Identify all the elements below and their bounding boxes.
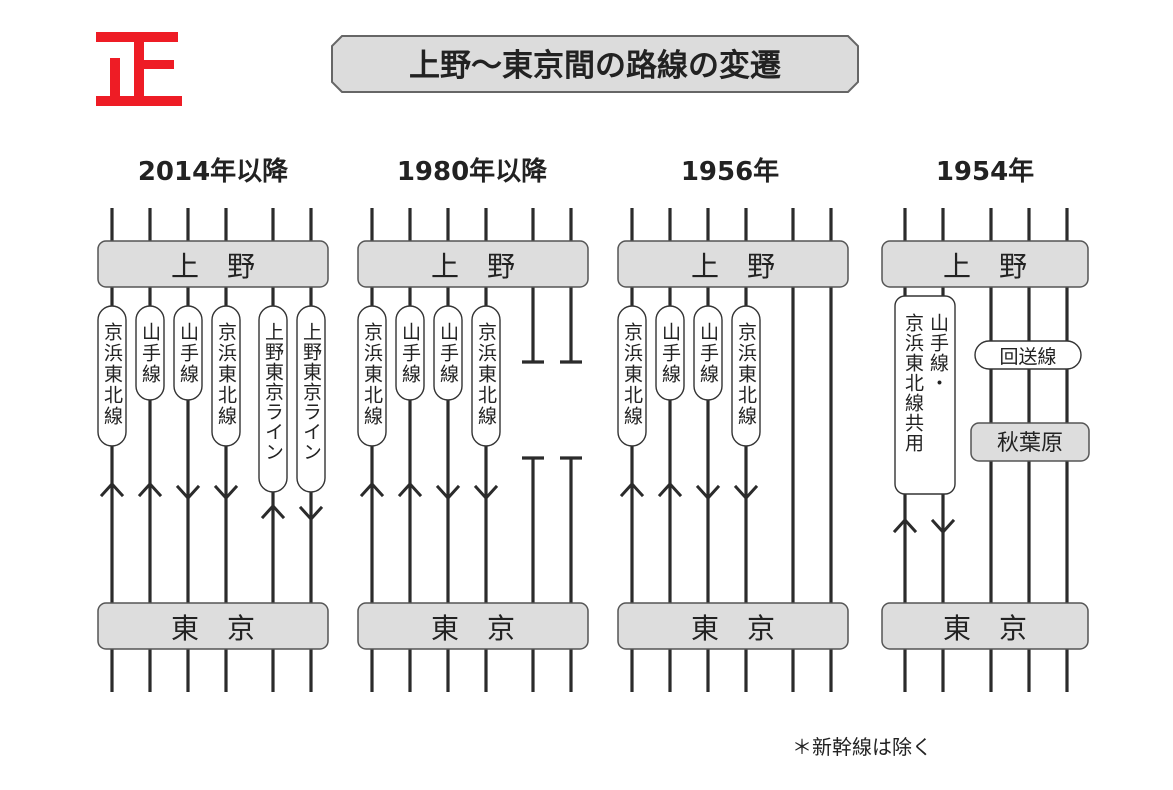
line-label-yamanote [655, 305, 685, 401]
line-label-keihin-tohoku [211, 305, 241, 447]
line-label-text: 山手線 [139, 322, 161, 385]
line-label-text: 山手線 [437, 322, 459, 385]
shared-line-label [894, 295, 956, 495]
station-tokyo-box [97, 602, 329, 650]
line-label-text: 京浜東北線 [735, 322, 757, 427]
arrow-up-icon [99, 481, 125, 498]
line-label-text: 山手線 [399, 322, 421, 385]
line-label-keihin-tohoku [617, 305, 647, 447]
arrow-down-icon [175, 484, 201, 501]
station-tokyo-label: 東 京 [691, 612, 775, 645]
line-label-keihin-tohoku [471, 305, 501, 447]
arrow-up-icon [657, 481, 683, 498]
footnote: ＊新幹線は除く [792, 735, 932, 759]
station-ueno-box [357, 240, 589, 288]
line-label-text: 上野東京ライン [300, 322, 322, 462]
period-year-1956: 1956年 [681, 156, 779, 187]
line-label-keihin-tohoku [731, 305, 761, 447]
period-year-1954: 1954年 [936, 156, 1034, 187]
arrow-down-icon [695, 484, 721, 501]
period-1980: 上 野 東 京 京浜東北線 山手線 山手線 京浜東北線 [357, 208, 589, 692]
line-label-text: 京浜東北線 [475, 322, 497, 427]
deadhead-line-label-text: 回送線 [999, 346, 1056, 368]
arrow-up-icon [892, 517, 918, 534]
arrow-down-icon [473, 484, 499, 501]
arrow-up-icon [260, 503, 286, 520]
station-ueno-box [881, 240, 1089, 288]
station-tokyo-label: 東 京 [171, 612, 255, 645]
deadhead-line-label [974, 340, 1082, 370]
line-label-yamanote [135, 305, 165, 401]
station-ueno-label: 上 野 [691, 250, 775, 283]
station-tokyo-box [357, 602, 589, 650]
period-year-2014: 2014年以降 [138, 156, 289, 187]
period-1954: 上 野 東 京 山手線・ 京浜東北線共用 回送線 秋葉原 [881, 208, 1090, 692]
period-2014: 上 野 東 京 京浜東北線 山手線 山手線 京浜東北線 上野東京ライン 上野東京… [97, 208, 329, 692]
title-box: 上野〜東京間の路線の変遷 [331, 35, 859, 93]
shared-line-label-col1: 山手線・ [927, 313, 949, 393]
line-label-keihin-tohoku [97, 305, 127, 447]
station-tokyo-label: 東 京 [943, 612, 1027, 645]
arrow-down-icon [435, 484, 461, 501]
arrow-down-icon [733, 484, 759, 501]
line-label-text: 京浜東北線 [621, 322, 643, 427]
station-ueno-label: 上 野 [943, 250, 1027, 283]
line-label-text: 山手線 [697, 322, 719, 385]
station-ueno-label: 上 野 [171, 250, 255, 283]
line-label-text: 京浜東北線 [215, 322, 237, 427]
station-ueno-box [617, 240, 849, 288]
station-ueno-label: 上 野 [431, 250, 515, 283]
arrow-down-icon [213, 484, 239, 501]
period-year-1980: 1980年以降 [397, 156, 548, 187]
station-ueno-box [97, 240, 329, 288]
line-label-yamanote [693, 305, 723, 401]
arrow-up-icon [137, 481, 163, 498]
line-label-text: 山手線 [177, 322, 199, 385]
arrow-up-icon [619, 481, 645, 498]
line-label-text: 山手線 [659, 322, 681, 385]
line-label-text: 上野東京ライン [262, 322, 284, 462]
page-title: 上野〜東京間の路線の変遷 [409, 48, 781, 84]
line-label-ueno-tokyo-line [258, 305, 288, 493]
line-label-yamanote [173, 305, 203, 401]
line-label-yamanote [433, 305, 463, 401]
station-tokyo-box [881, 602, 1089, 650]
station-tokyo-label: 東 京 [431, 612, 515, 645]
arrow-up-icon [359, 481, 385, 498]
line-label-text: 京浜東北線 [101, 322, 123, 427]
arrow-up-icon [397, 481, 423, 498]
arrow-down-icon [930, 518, 956, 535]
station-akihabara-label: 秋葉原 [997, 431, 1063, 456]
station-akihabara-box [970, 422, 1090, 462]
seal-mark [96, 32, 182, 106]
line-label-ueno-tokyo-line [296, 305, 326, 493]
shared-line-label-col2: 京浜東北線共用 [902, 313, 924, 453]
line-label-yamanote [395, 305, 425, 401]
line-label-text: 京浜東北線 [361, 322, 383, 427]
line-label-keihin-tohoku [357, 305, 387, 447]
station-tokyo-box [617, 602, 849, 650]
arrow-down-icon [298, 505, 324, 522]
period-1956: 上 野 東 京 京浜東北線 山手線 山手線 京浜東北線 [617, 208, 849, 692]
